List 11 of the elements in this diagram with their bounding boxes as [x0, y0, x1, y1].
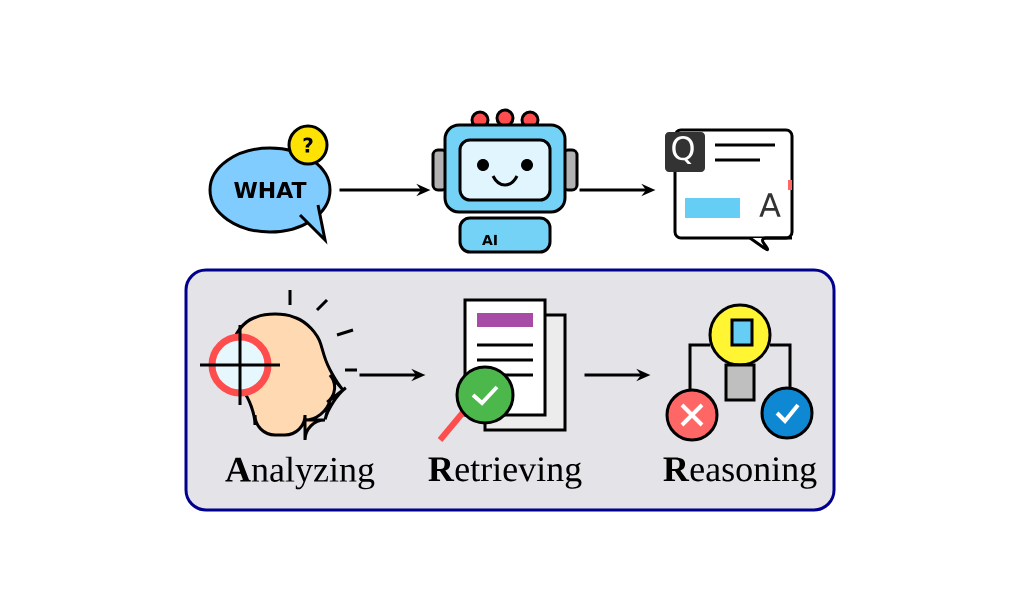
step-caption: Reasoning — [663, 457, 817, 489]
letter-label: A — [759, 193, 781, 217]
step-caption: Retrieving — [428, 457, 582, 489]
document-search-drawing — [437, 298, 567, 442]
robot-drawing — [431, 108, 579, 254]
robot-label: AI — [482, 234, 497, 246]
lightbulb-choice-drawing — [665, 303, 814, 442]
question-answer-drawing — [665, 128, 794, 252]
letter-label: Q — [672, 136, 694, 164]
step-caption: Analyzing — [225, 456, 375, 490]
head-target-drawing — [198, 288, 359, 442]
